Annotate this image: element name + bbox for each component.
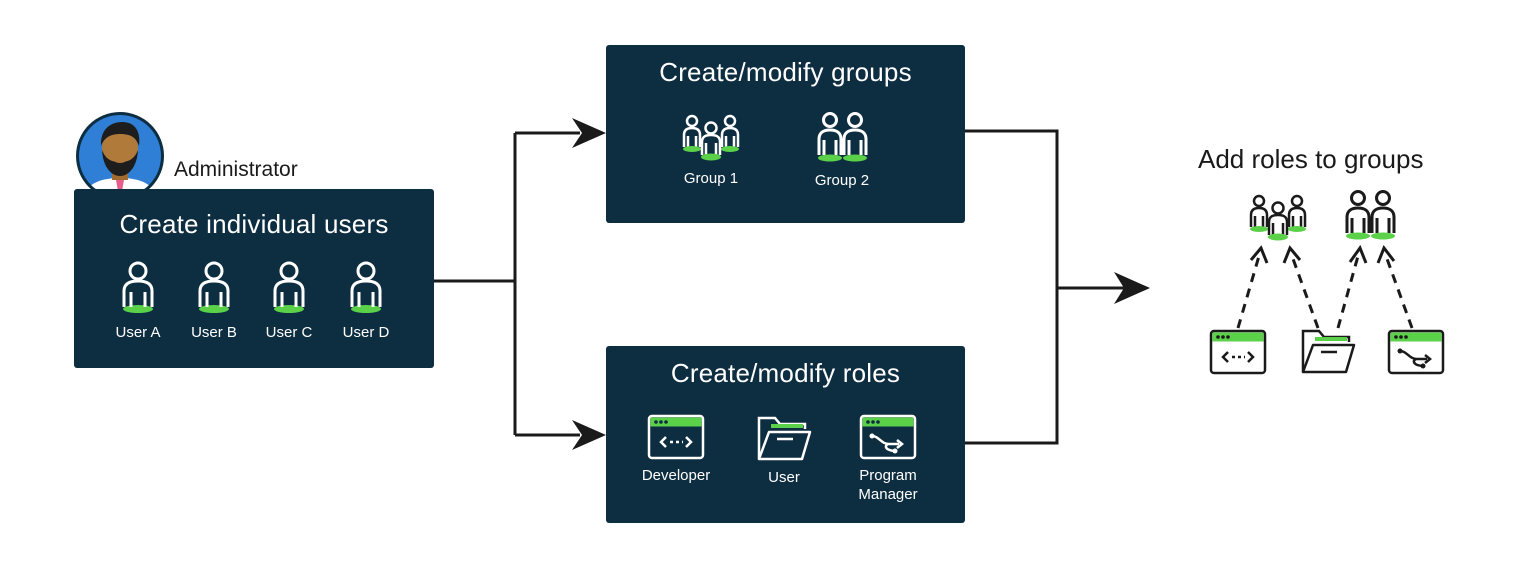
result-three-people-group bbox=[1248, 193, 1308, 248]
roles-panel-title: Create/modify roles bbox=[670, 358, 901, 388]
result-title: Add roles to groups bbox=[1198, 144, 1424, 174]
result-folder bbox=[1299, 327, 1357, 380]
role-item: User bbox=[739, 414, 829, 487]
dashed-arrow-heads bbox=[1249, 244, 1396, 264]
arrow-head-groups bbox=[572, 118, 606, 148]
dashed-mapping-arrows bbox=[1236, 255, 1414, 329]
user-icon bbox=[198, 261, 230, 313]
roles-panel: Create/modify roles Developer User bbox=[606, 346, 965, 523]
user-label: User B bbox=[191, 324, 237, 341]
user-label: User C bbox=[265, 324, 313, 341]
role-label: User bbox=[768, 469, 800, 486]
user-item: User A bbox=[93, 259, 183, 342]
users-panel: Create individual users User A User B Us… bbox=[74, 189, 434, 368]
code-window-icon bbox=[1209, 329, 1267, 375]
group-item: Group 2 bbox=[797, 111, 887, 190]
result-workflow-window bbox=[1387, 329, 1445, 380]
user-icon bbox=[350, 261, 382, 313]
user-item: User B bbox=[169, 259, 259, 342]
role-label: Program Manager bbox=[858, 467, 918, 503]
result-code-window bbox=[1209, 329, 1267, 380]
workflow-window-icon bbox=[859, 414, 917, 460]
user-item: User D bbox=[321, 259, 411, 342]
user-icon bbox=[122, 261, 154, 313]
role-label: Developer bbox=[641, 467, 711, 484]
group-label: Group 1 bbox=[683, 170, 739, 187]
arrow-head-result bbox=[1114, 272, 1150, 304]
user-icon bbox=[273, 261, 305, 313]
code-window-icon bbox=[647, 414, 705, 460]
groups-panel-title: Create/modify groups bbox=[659, 57, 912, 87]
three-people-group-icon bbox=[682, 114, 740, 161]
arrow-head-roles bbox=[572, 420, 606, 450]
three-people-group-icon bbox=[1249, 194, 1307, 241]
group-label: Group 2 bbox=[814, 172, 870, 189]
user-label: User D bbox=[342, 324, 390, 341]
role-item: Developer bbox=[631, 414, 721, 485]
user-item: User C bbox=[244, 259, 334, 342]
folder-icon bbox=[1301, 329, 1356, 374]
role-item: Program Manager bbox=[843, 414, 933, 504]
two-people-group-icon bbox=[817, 112, 868, 162]
user-label: User A bbox=[115, 324, 161, 341]
workflow-window-icon bbox=[1387, 329, 1445, 375]
folder-icon bbox=[757, 416, 812, 461]
users-panel-title: Create individual users bbox=[119, 209, 389, 239]
administrator-label: Administrator bbox=[174, 158, 298, 181]
two-people-group-icon bbox=[1345, 190, 1396, 240]
group-item: Group 1 bbox=[666, 113, 756, 188]
result-two-people-group bbox=[1340, 189, 1400, 248]
connector-groups-out bbox=[965, 129, 1059, 445]
groups-panel: Create/modify groups Group 1 bbox=[606, 45, 965, 223]
